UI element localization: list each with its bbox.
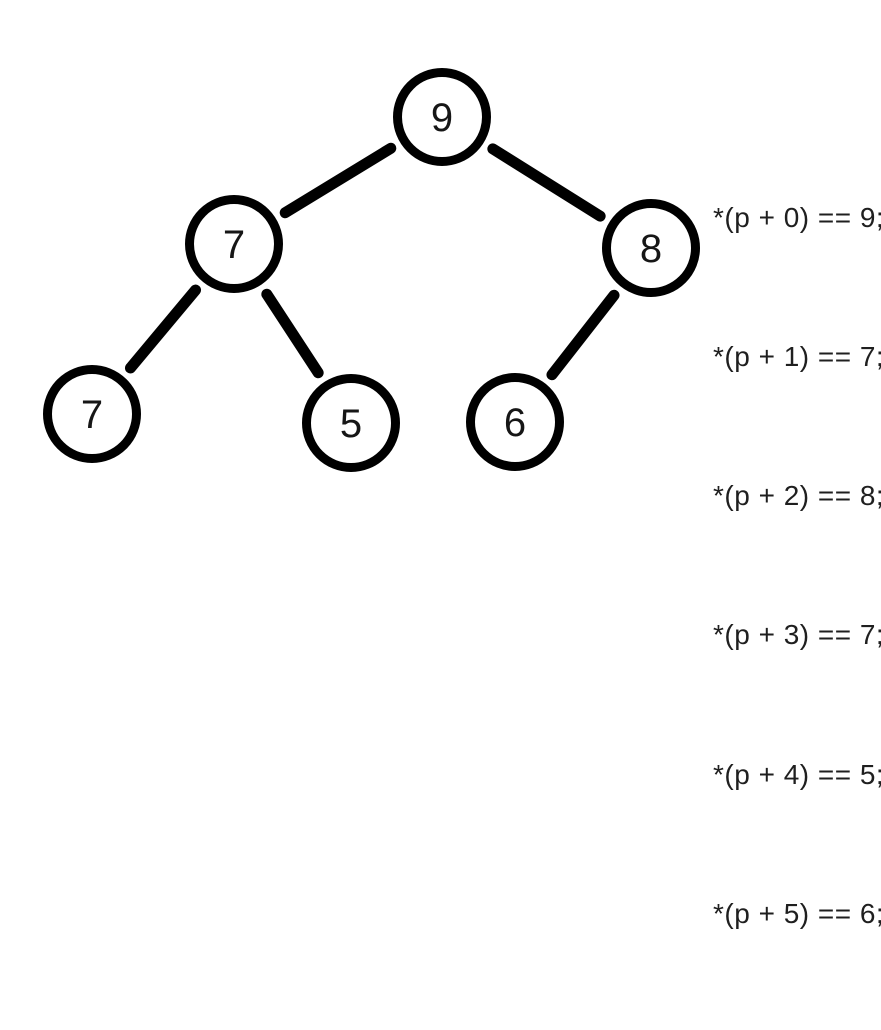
tree-node-circle (393, 68, 491, 166)
tree-node-root: 9 (393, 68, 491, 166)
tree-svg: 9 7 8 7 5 6 (43, 68, 700, 472)
tree-edge-left-leaf-7 (124, 284, 202, 374)
tree-node-label: 7 (223, 223, 245, 267)
tree-node-label: 7 (81, 393, 103, 437)
tree-node-label: 8 (640, 227, 662, 271)
tree-node-circle (43, 365, 141, 463)
tree-node-circle (302, 374, 400, 472)
tree-node-right: 8 (602, 199, 700, 297)
tree-node-label: 5 (340, 402, 362, 446)
tree-node-leaf-7: 7 (43, 365, 141, 463)
tree-node-leaf-5: 5 (302, 374, 400, 472)
code-panel: *(p + 0) == 9; *(p + 1) == 7; *(p + 2) =… (713, 102, 881, 1030)
tree-node-leaf-6: 6 (466, 373, 564, 471)
code-line: *(p + 5) == 6; (713, 897, 881, 929)
code-line: *(p + 2) == 8; (713, 480, 881, 512)
code-line: *(p + 3) == 7; (713, 619, 881, 651)
tree-node-circle (466, 373, 564, 471)
tree-edge-root-left (279, 142, 397, 219)
code-line: *(p + 4) == 5; (713, 758, 881, 790)
tree-node-label: 6 (504, 401, 526, 445)
tree-node-left: 7 (185, 195, 283, 293)
tree-node-circle (602, 199, 700, 297)
tree-node-label: 9 (431, 96, 453, 140)
canvas: 9 7 8 7 5 6 *(p + 0) == 9; *(p + 1) == 7; *(p… (43, 68, 881, 929)
tree-node-circle (185, 195, 283, 293)
tree-edge-root-right (487, 143, 606, 222)
tree-edge-left-leaf-5 (261, 288, 324, 379)
code-line: *(p + 1) == 7; (713, 341, 881, 373)
tree-edge-right-leaf-6 (546, 289, 620, 381)
code-line: *(p + 0) == 9; (713, 201, 881, 233)
